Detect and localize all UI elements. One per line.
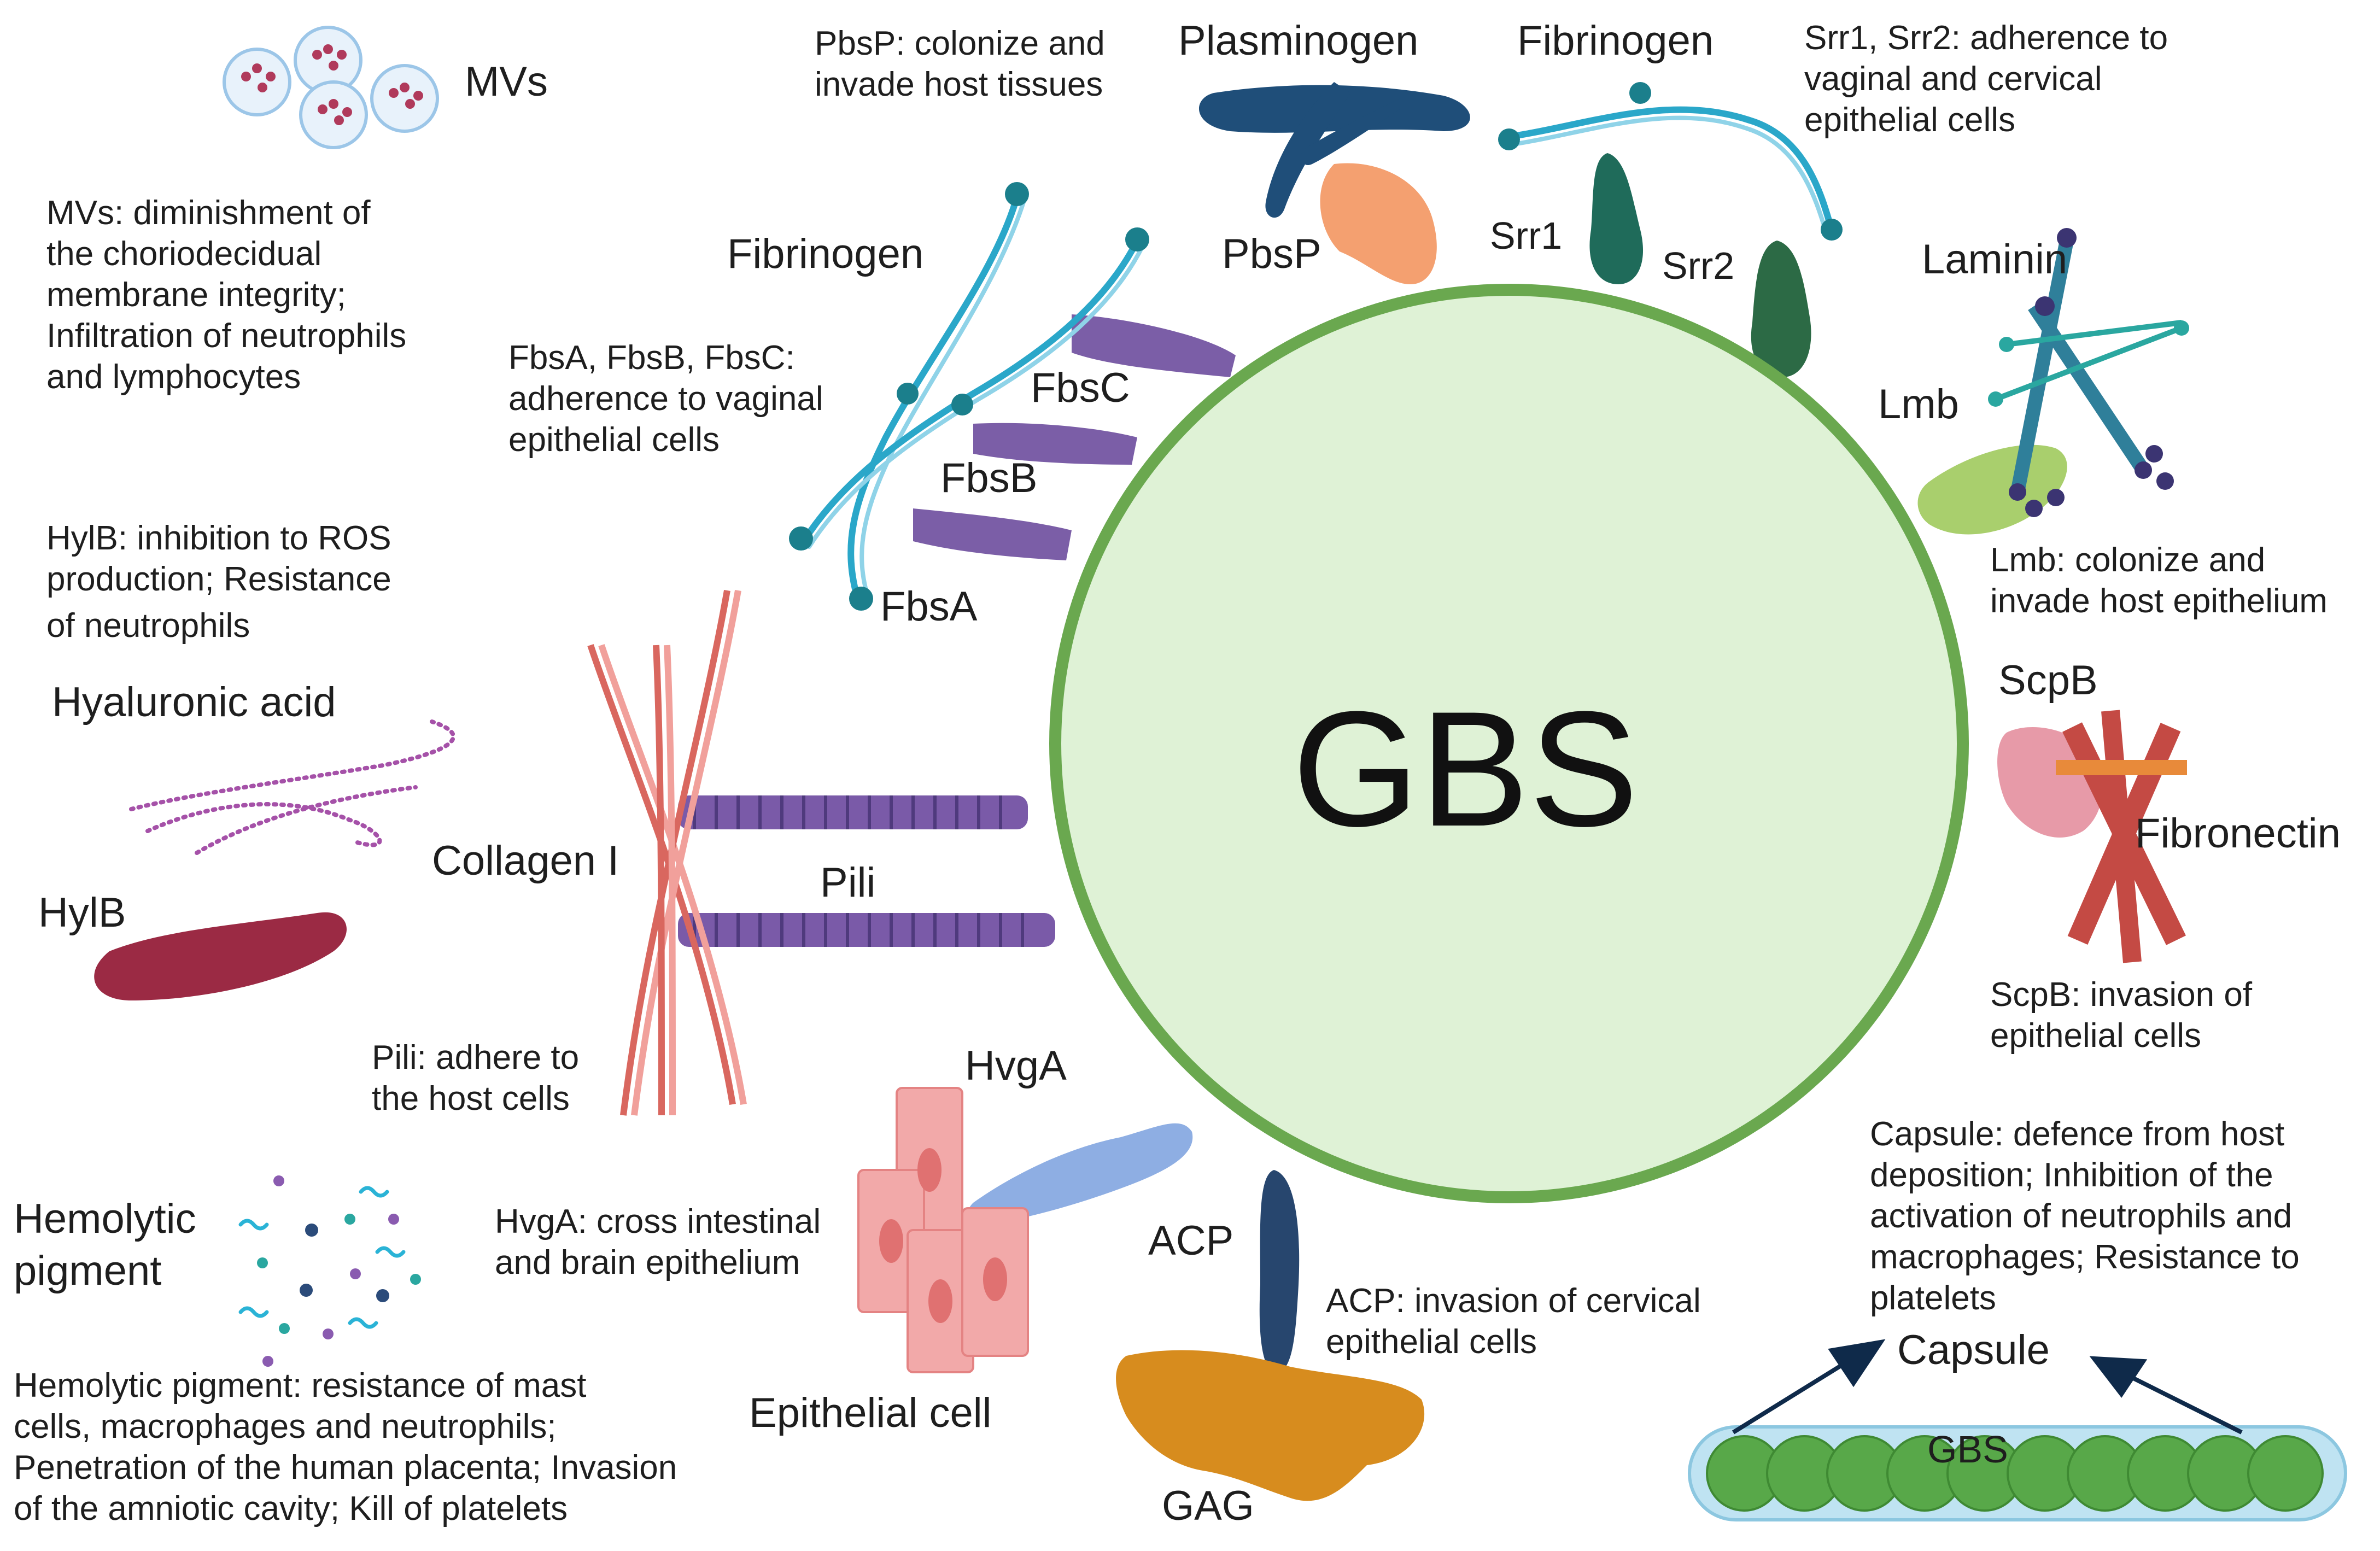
svg-text:and lymphocytes: and lymphocytes xyxy=(46,358,301,396)
label-lmb: Lmb xyxy=(1878,381,1959,428)
svg-text:Capsule: defence from host: Capsule: defence from host xyxy=(1870,1115,2284,1153)
label-srr1: Srr1 xyxy=(1490,214,1562,257)
hemolytic-pigment-illustration xyxy=(238,1175,421,1367)
svg-text:of the amniotic cavity; Kill o: of the amniotic cavity; Kill of platelet… xyxy=(14,1490,568,1527)
gbs-cell[interactable]: GBS xyxy=(1049,284,1969,1203)
hylb-illustration xyxy=(94,912,347,1000)
gbs-center-label: GBS xyxy=(1292,677,1639,861)
pbsp-illustration xyxy=(1320,163,1437,284)
label-pili: Pili xyxy=(820,859,875,906)
svg-text:invade host tissues: invade host tissues xyxy=(815,66,1103,103)
capsule-illustration xyxy=(1688,1339,2347,1521)
desc-pili: Pili: adhere to the host cells xyxy=(372,1039,579,1117)
label-hemolytic-pigment-line-2: pigment xyxy=(14,1248,161,1294)
srr-illustration xyxy=(1589,153,1811,377)
collagen-illustration xyxy=(587,589,747,1116)
label-plasminogen: Plasminogen xyxy=(1178,17,1418,64)
mvs-illustration xyxy=(223,26,439,149)
label-scpb: ScpB xyxy=(1998,657,2098,704)
label-fibronectin: Fibronectin xyxy=(2135,810,2341,857)
svg-text:FbsA, FbsB, FbsC:: FbsA, FbsB, FbsC: xyxy=(508,339,795,377)
svg-text:membrane integrity;: membrane integrity; xyxy=(46,276,346,314)
laminin-illustration xyxy=(1988,228,2189,517)
svg-text:the choriodecidual: the choriodecidual xyxy=(46,235,321,273)
label-capsule-gbs: GBS xyxy=(1927,1428,2008,1471)
desc-srr: Srr1, Srr2: adherence to vaginal and cer… xyxy=(1804,19,2168,139)
fibrinogen-left-illustration xyxy=(789,182,1149,611)
label-laminin: Laminin xyxy=(1922,236,2067,283)
svg-text:Hemolytic pigment: resistance: Hemolytic pigment: resistance of mast xyxy=(14,1367,587,1404)
desc-pbsp: PbsP: colonize and invade host tissues xyxy=(815,25,1105,103)
desc-fbs: FbsA, FbsB, FbsC: adherence to vaginal e… xyxy=(508,339,823,459)
svg-text:Penetration of the human place: Penetration of the human placenta; Invas… xyxy=(14,1449,677,1486)
fibronectin-illustration xyxy=(2056,710,2187,963)
svg-text:macrophages; Resistance to: macrophages; Resistance to xyxy=(1870,1238,2300,1276)
label-mvs: MVs xyxy=(465,58,548,105)
label-acp: ACP xyxy=(1148,1218,1233,1264)
desc-lmb: Lmb: colonize and invade host epithelium xyxy=(1990,541,2328,620)
svg-text:platelets: platelets xyxy=(1870,1279,1996,1317)
label-hylb: HylB xyxy=(38,889,126,936)
svg-text:cells, macrophages and neutrop: cells, macrophages and neutrophils; xyxy=(14,1408,557,1445)
svg-text:of neutrophils: of neutrophils xyxy=(46,607,250,645)
acp-illustration xyxy=(1259,1170,1300,1373)
fbs-proteins-illustration xyxy=(913,314,1236,560)
label-fbsa: FbsA xyxy=(880,583,978,630)
desc-mvs: MVs: diminishment of the choriodecidual … xyxy=(46,194,406,396)
svg-text:Lmb: colonize and: Lmb: colonize and xyxy=(1990,541,2265,579)
svg-text:production; Resistance: production; Resistance xyxy=(46,560,391,598)
desc-hemolytic: Hemolytic pigment: resistance of mast ce… xyxy=(14,1367,677,1527)
label-gag: GAG xyxy=(1162,1483,1254,1529)
svg-text:HylB: inhibition to ROS: HylB: inhibition to ROS xyxy=(46,519,391,557)
svg-text:vaginal and cervical: vaginal and cervical xyxy=(1804,60,2102,98)
label-collagen: Collagen I xyxy=(432,838,619,884)
svg-text:and brain epithelium: and brain epithelium xyxy=(495,1244,800,1281)
label-hyaluronic-acid: Hyaluronic acid xyxy=(52,679,336,725)
fibrinogen-top-illustration xyxy=(1498,82,1843,241)
svg-text:MVs: diminishment of: MVs: diminishment of xyxy=(46,194,371,232)
svg-text:HvgA: cross intestinal: HvgA: cross intestinal xyxy=(495,1203,821,1240)
label-fibrinogen-left: Fibrinogen xyxy=(727,231,923,277)
label-fbsc: FbsC xyxy=(1031,365,1130,411)
desc-capsule: Capsule: defence from host deposition; I… xyxy=(1870,1115,2300,1317)
svg-text:ScpB: invasion of: ScpB: invasion of xyxy=(1990,976,2253,1014)
desc-acp: ACP: invasion of cervical epithelial cel… xyxy=(1326,1282,1701,1361)
label-capsule: Capsule xyxy=(1897,1327,2050,1373)
desc-hvga: HvgA: cross intestinal and brain epithel… xyxy=(495,1203,821,1281)
label-fibrinogen-top: Fibrinogen xyxy=(1517,17,1714,64)
svg-text:activation of neutrophils and: activation of neutrophils and xyxy=(1870,1197,2292,1235)
hyaluronic-acid-illustration xyxy=(129,719,456,855)
svg-text:adherence to vaginal: adherence to vaginal xyxy=(508,380,823,418)
svg-text:Srr1, Srr2: adherence to: Srr1, Srr2: adherence to xyxy=(1804,19,2168,57)
label-srr2: Srr2 xyxy=(1662,244,1734,287)
label-hemolytic-pigment-line-1: Hemolytic xyxy=(14,1196,196,1242)
svg-text:the host cells: the host cells xyxy=(372,1080,570,1117)
lmb-illustration xyxy=(1917,444,2067,535)
label-fbsb: FbsB xyxy=(940,455,1037,501)
desc-scpb: ScpB: invasion of epithelial cells xyxy=(1990,976,2253,1055)
svg-text:Infiltration of neutrophils: Infiltration of neutrophils xyxy=(46,317,406,355)
label-epithelial-cell: Epithelial cell xyxy=(749,1390,992,1436)
pili-illustration xyxy=(678,795,1055,947)
epithelial-cell-illustration xyxy=(857,1087,1029,1373)
hvga-illustration xyxy=(967,1123,1193,1225)
svg-text:epithelial cells: epithelial cells xyxy=(1804,101,2015,139)
svg-text:Pili: adhere to: Pili: adhere to xyxy=(372,1039,579,1076)
svg-text:deposition; Inhibition of the: deposition; Inhibition of the xyxy=(1870,1156,2273,1194)
desc-hylb: HylB: inhibition to ROS production; Resi… xyxy=(46,519,391,645)
svg-text:epithelial cells: epithelial cells xyxy=(1326,1323,1537,1361)
gag-illustration xyxy=(1116,1350,1425,1501)
svg-text:epithelial cells: epithelial cells xyxy=(1990,1017,2201,1055)
label-pbsp: PbsP xyxy=(1222,231,1321,277)
svg-text:ACP: invasion of cervical: ACP: invasion of cervical xyxy=(1326,1282,1701,1320)
label-hvga: HvgA xyxy=(965,1043,1067,1089)
svg-text:invade host epithelium: invade host epithelium xyxy=(1990,582,2328,620)
svg-text:PbsP: colonize and: PbsP: colonize and xyxy=(815,25,1105,62)
plasminogen-illustration xyxy=(1198,82,1470,218)
svg-text:epithelial cells: epithelial cells xyxy=(508,421,720,459)
